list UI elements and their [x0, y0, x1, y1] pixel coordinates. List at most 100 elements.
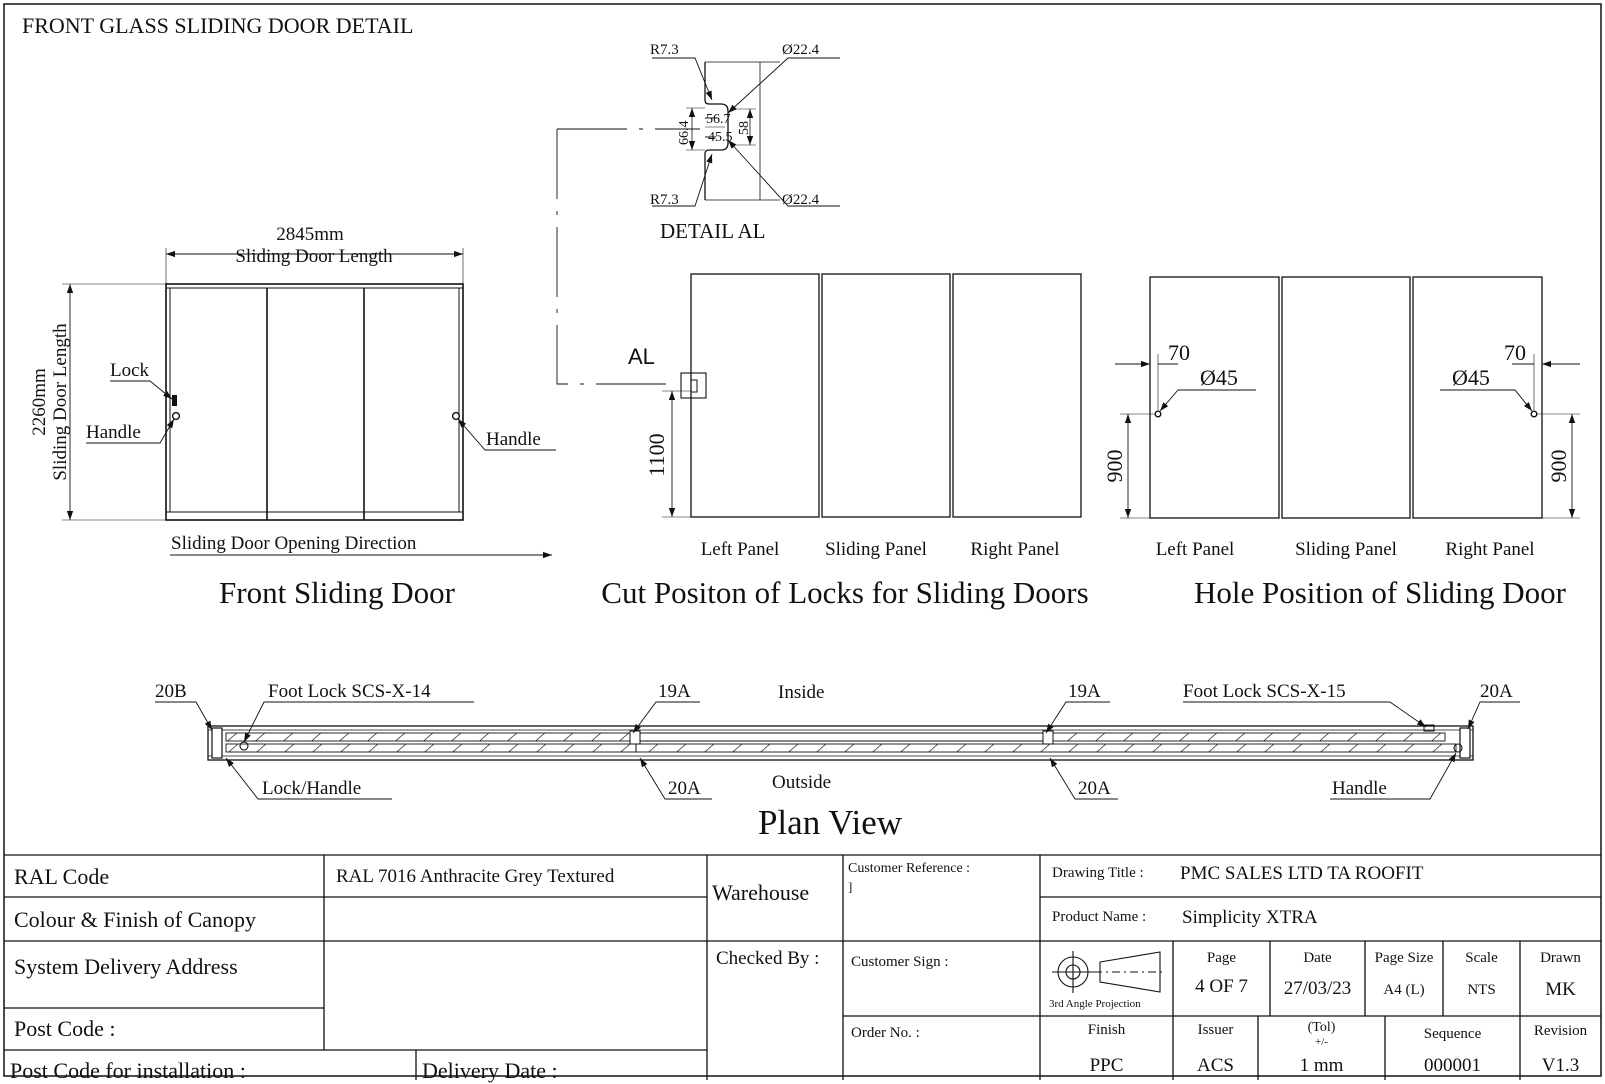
- plan-label-19a-left: 19A: [658, 681, 691, 702]
- cut-panel-right: Right Panel: [970, 539, 1059, 560]
- post-code-label: Post Code :: [14, 1016, 116, 1041]
- opening-direction-label: Sliding Door Opening Direction: [171, 533, 417, 554]
- delivery-address-label: System Delivery Address: [14, 954, 238, 979]
- scale-label: Scale: [1465, 950, 1498, 966]
- title-block-grid: [4, 854, 1601, 1080]
- tol-sign: +/-: [1315, 1036, 1328, 1048]
- hole-offset-left: 70: [1168, 340, 1190, 365]
- revision-label: Revision: [1533, 1023, 1588, 1039]
- plan-label-20a-right: 20A: [1078, 778, 1111, 799]
- hole-position-view: 70 Ø45 70 Ø45 900 900 Left Panel Sliding…: [1102, 276, 1580, 610]
- hole-dia-left: Ø45: [1200, 365, 1238, 390]
- page-size-value: A4 (L): [1383, 982, 1425, 998]
- issuer-label: Issuer: [1197, 1022, 1234, 1038]
- page-value: 4 OF 7: [1195, 976, 1248, 997]
- drawing-title-value: PMC SALES LTD TA ROOFIT: [1180, 863, 1424, 884]
- ral-code-label: RAL Code: [14, 864, 110, 889]
- finish-label: Finish: [1087, 1022, 1126, 1038]
- detail-dim-c: 66.4: [677, 121, 692, 146]
- checked-by-label: Checked By :: [716, 948, 820, 969]
- hole-right: [1530, 410, 1538, 418]
- handle-symbol-left: [171, 411, 181, 421]
- hole-panel-sliding: Sliding Panel: [1295, 539, 1397, 560]
- cut-panel-left: Left Panel: [701, 539, 780, 560]
- detail-dim-d: 58: [737, 121, 752, 135]
- plan-foot-lock-left: Foot Lock SCS-X-14: [268, 681, 431, 702]
- hole-left: [1154, 410, 1162, 418]
- plan-lock-handle: Lock/Handle: [262, 778, 361, 799]
- plan-view-caption: Plan View: [758, 803, 903, 842]
- sheet-title: FRONT GLASS SLIDING DOOR DETAIL: [22, 13, 413, 38]
- delivery-date-label: Delivery Date :: [422, 1058, 558, 1083]
- product-name-label: Product Name :: [1052, 909, 1147, 925]
- handle-symbol-right: [451, 411, 461, 421]
- detail-title: DETAIL AL: [660, 219, 765, 243]
- post-code-installation-label: Post Code for installation :: [10, 1058, 246, 1083]
- door-frame: [165, 283, 464, 521]
- front-sliding-door: 2845mm Sliding Door Length 2260mm Slidin…: [29, 224, 556, 610]
- tol-label: (Tol): [1307, 1020, 1336, 1035]
- hole-panel-left: Left Panel: [1156, 539, 1235, 560]
- hole-offset-right: 70: [1504, 340, 1526, 365]
- drawn-value: MK: [1545, 979, 1576, 1000]
- handle-callout-left: Handle: [86, 422, 141, 443]
- date-value: 27/03/23: [1283, 978, 1352, 999]
- sheet-border: [3, 3, 1602, 1077]
- page-label: Page: [1206, 950, 1237, 966]
- lock-cutout-profile: [704, 62, 729, 200]
- detail-radius-top: R7.3: [650, 42, 679, 58]
- detail-diameter-bottom: Ø22.4: [782, 192, 820, 208]
- plan-inside-label: Inside: [778, 682, 824, 703]
- detail-dim-a: 56.7: [706, 112, 731, 127]
- customer-reference-value: ]: [848, 879, 853, 894]
- detail-radius-bottom: R7.3: [650, 192, 679, 208]
- plan-view: 20B Foot Lock SCS-X-14 19A Inside 19A Fo…: [155, 681, 1520, 842]
- sequence-value: 000001: [1424, 1055, 1481, 1076]
- ral-code-value: RAL 7016 Anthracite Grey Textured: [336, 866, 615, 887]
- cut-marker-label: AL: [628, 344, 655, 369]
- cut-position-view: AL 1100 Left Panel Sliding Panel Right P…: [601, 273, 1089, 610]
- hole-position-caption: Hole Position of Sliding Door: [1194, 575, 1567, 610]
- track-outline: [207, 725, 1474, 761]
- plan-outside-label: Outside: [772, 772, 831, 793]
- cut-marker-box: [680, 372, 707, 399]
- front-door-caption: Front Sliding Door: [219, 575, 456, 610]
- cut-height-value: 1100: [644, 433, 669, 476]
- warehouse-label: Warehouse: [712, 880, 810, 905]
- hole-height-right: 900: [1546, 450, 1571, 483]
- cut-position-caption: Cut Positon of Locks for Sliding Doors: [601, 575, 1088, 610]
- tol-value: 1 mm: [1299, 1055, 1344, 1076]
- door-width-value: 2845mm: [276, 224, 344, 245]
- projection-label: 3rd Angle Projection: [1049, 998, 1141, 1010]
- cut-panel-sliding: Sliding Panel: [825, 539, 927, 560]
- lock-symbol: [172, 395, 177, 406]
- product-name-value: Simplicity XTRA: [1182, 907, 1318, 928]
- customer-sign-label: Customer Sign :: [851, 954, 949, 970]
- door-height-label: Sliding Door Length: [50, 323, 71, 481]
- colour-finish-label: Colour & Finish of Canopy: [14, 907, 257, 932]
- drawn-label: Drawn: [1540, 950, 1581, 966]
- plan-handle-label: Handle: [1332, 778, 1387, 799]
- order-no-label: Order No. :: [851, 1025, 920, 1041]
- finish-value: PPC: [1089, 1055, 1124, 1076]
- door-height-value: 2260mm: [29, 368, 50, 436]
- plan-label-19a-right: 19A: [1068, 681, 1101, 702]
- scale-value: NTS: [1467, 982, 1496, 998]
- door-width-label: Sliding Door Length: [235, 246, 393, 267]
- detail-diameter-top: Ø22.4: [782, 42, 820, 58]
- handle-callout-right: Handle: [486, 429, 541, 450]
- hole-panel-right: Right Panel: [1445, 539, 1534, 560]
- sequence-label: Sequence: [1423, 1026, 1482, 1042]
- issuer-value: ACS: [1197, 1055, 1234, 1076]
- third-angle-projection-symbol: [1052, 951, 1166, 993]
- detail-al: R7.3 Ø22.4 R7.3 Ø22.4 56.7 45.5 66.4 58 …: [556, 42, 840, 385]
- date-label: Date: [1303, 950, 1332, 966]
- page-size-label: Page Size: [1374, 950, 1434, 966]
- plan-label-20a-top: 20A: [1480, 681, 1513, 702]
- hole-dia-right: Ø45: [1452, 365, 1490, 390]
- plan-label-20b: 20B: [155, 681, 187, 702]
- hole-height-left: 900: [1102, 450, 1127, 483]
- plan-label-20a-left: 20A: [668, 778, 701, 799]
- revision-value: V1.3: [1541, 1055, 1580, 1076]
